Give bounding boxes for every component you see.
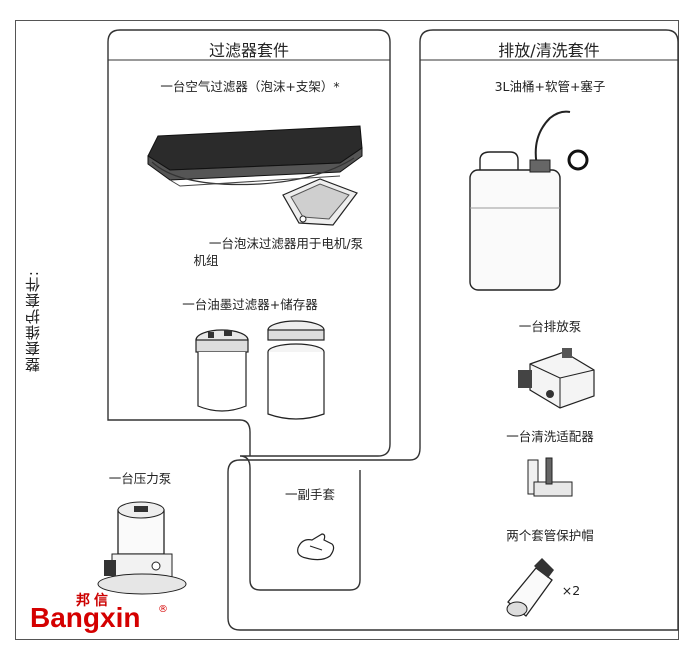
drain-pump-label: 一台排放泵 [518, 319, 582, 334]
pressure-pump-illustration [97, 501, 187, 595]
filter-kit-title: 过滤器套件 [208, 41, 289, 60]
caps-label: 两个套管保护帽 [506, 528, 594, 543]
air-filter-illustration [147, 125, 363, 187]
ink-filter-label: 一台油墨过滤器+储存器 [182, 297, 318, 312]
ink-filter-illustration [195, 329, 249, 412]
air-filter-label: 一台空气过滤器（泡沫+支架）* [160, 79, 340, 94]
pressure-pump-label: 一台压力泵 [108, 471, 172, 486]
logo-en-text: Bangxin [30, 602, 141, 633]
reservoir-illustration [267, 320, 325, 420]
foam-filter-illustration [282, 178, 358, 226]
adapter-label: 一台清洗适配器 [506, 429, 594, 444]
bangxin-logo: 邦信 Bangxin ® [30, 590, 190, 640]
gloves-illustration [297, 533, 335, 561]
caps-qty: ×2 [561, 583, 581, 598]
canister-label: 3L油桶+软管+塞子 [494, 79, 606, 94]
logo-cn-text: 邦信 [76, 593, 112, 609]
adapter-illustration [527, 457, 573, 497]
protective-cap-illustration [506, 558, 554, 617]
logo-registered-mark: ® [158, 604, 168, 615]
foam-filter-label-2: 机组 [193, 253, 219, 268]
foam-filter-label-1: 一台泡沫过滤器用于电机/泵 [208, 236, 364, 251]
drain-pump-illustration [518, 348, 595, 409]
drain-kit-title: 排放/清洗套件 [498, 41, 600, 60]
gloves-label: 一副手套 [284, 487, 335, 502]
canister-illustration [469, 110, 589, 291]
